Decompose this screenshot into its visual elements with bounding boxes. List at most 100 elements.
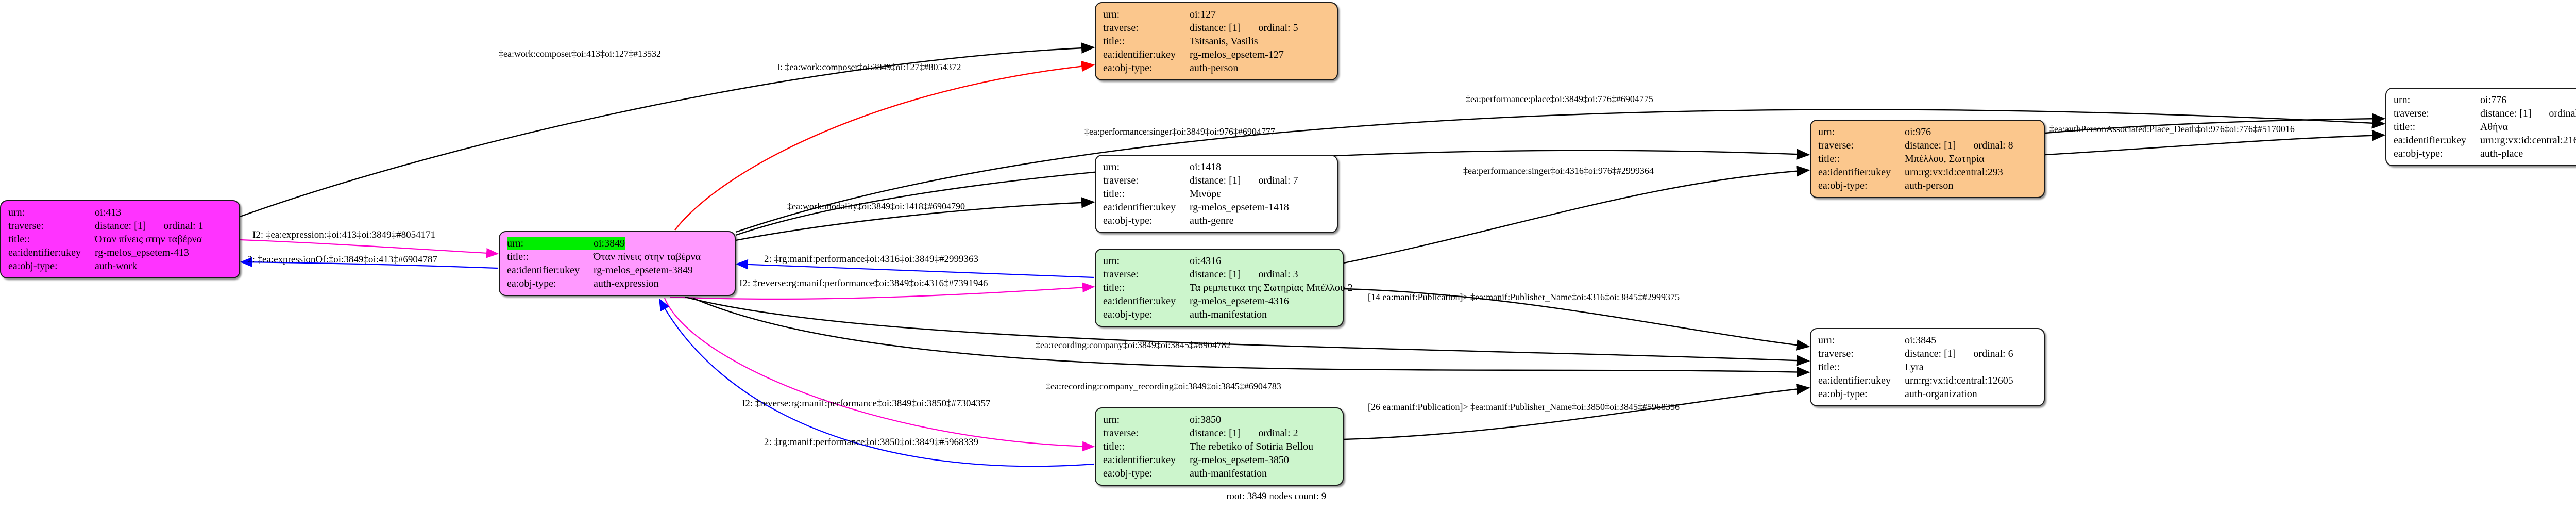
field-value-ukey: urn:rg:vx:id:central:12605 xyxy=(1905,375,2013,386)
field-label-traverse: traverse: xyxy=(2394,108,2429,119)
edge-label-manif-performance-3850-3849: 2: ‡rg:manif:performance‡oi:3850‡oi:3849… xyxy=(764,437,978,448)
edge-label-manif-publisher-3850-3845: [26 ea:manif:Publication]> ‡ea:manif:Pub… xyxy=(1368,402,1680,412)
edge-label-auth-person-place-death-976-776: ‡ea:authPersonAssociated:Place_Death‡oi:… xyxy=(2049,124,2295,134)
field-value-distance: distance: [1] xyxy=(1905,348,1956,359)
edge-label-performance-singer-3849-976: ‡ea:performance:singer‡oi:3849‡oi:976‡#6… xyxy=(1084,126,1275,137)
field-label-title: title:: xyxy=(507,251,529,262)
edge-413-to-127 xyxy=(240,42,1095,218)
field-value-title: Τα ρεμπετικα της Σωτηρίας Μπέλλου 2 xyxy=(1190,282,1353,293)
node-row-title: title:: Lyra xyxy=(1818,360,2037,374)
node-row-objtype: ea:obj-type: auth-person xyxy=(1818,179,2037,192)
node-row-objtype: ea:obj-type: auth-place xyxy=(2394,147,2576,160)
node-row-objtype: ea:obj-type: auth-expression xyxy=(507,277,727,290)
edge-label-work-composer-3849-127: I: ‡ea:work:composer‡oi:3849‡oi:127‡#805… xyxy=(777,62,961,72)
field-label-objtype: ea:obj-type: xyxy=(1103,62,1153,74)
node-oi-413[interactable]: urn: oi:413 traverse: distance: [1]ordin… xyxy=(0,200,240,278)
field-label-objtype: ea:obj-type: xyxy=(1103,215,1153,226)
node-row-objtype: ea:obj-type: auth-manifestation xyxy=(1103,308,1335,321)
node-oi-1418[interactable]: urn: oi:1418 traverse: distance: [1] ordi… xyxy=(1095,155,1338,233)
node-row-title: title:: Όταν πίνεις στην ταβέρνα xyxy=(8,233,232,246)
field-value-objtype: auth-person xyxy=(1190,62,1239,74)
node-row-urn: urn: oi:976 xyxy=(1818,125,2037,139)
node-oi-976[interactable]: urn: oi:976 traverse: distance: [1] ordin… xyxy=(1810,120,2045,198)
field-label-traverse: traverse: xyxy=(1103,22,1139,34)
field-value-objtype: auth-manifestation xyxy=(1190,468,1267,479)
node-row-urn: urn: oi:1418 xyxy=(1103,160,1330,174)
field-label-ukey: ea:identifier:ukey xyxy=(1103,202,1176,213)
edge-4316-to-3849 xyxy=(735,259,1094,278)
node-row-ukey: ea:identifier:ukey rg-melos_epsetem-1418 xyxy=(1103,201,1330,214)
node-row-traverse: traverse: distance: [1]ordinal: 2 xyxy=(1103,426,1335,440)
field-value-objtype: auth-genre xyxy=(1190,215,1234,226)
node-oi-3849-root[interactable]: urn: oi:3849 title:: Όταν πίνεις στην τα… xyxy=(499,231,736,296)
field-value-objtype: auth-organization xyxy=(1905,388,1977,400)
node-row-objtype: ea:obj-type: auth-genre xyxy=(1103,214,1330,227)
field-value-urn: oi:3850 xyxy=(1190,414,1222,425)
field-label-traverse: traverse: xyxy=(1818,348,1854,359)
field-label-traverse: traverse: xyxy=(1103,175,1139,186)
node-oi-3850[interactable]: urn: oi:3850 traverse: distance: [1]ordi… xyxy=(1095,407,1344,486)
node-row-title: title:: Όταν πίνεις στην ταβέρνα xyxy=(507,250,727,264)
node-row-ukey: ea:identifier:ukey urn:rg:vx:id:central:… xyxy=(1818,374,2037,387)
field-value-urn: oi:1418 xyxy=(1190,161,1222,173)
edge-label-performance-singer-4316-976: ‡ea:performance:singer‡oi:4316‡oi:976‡#2… xyxy=(1463,166,1654,176)
field-value-ordinal: ordinal: 2 xyxy=(1258,428,1298,439)
field-label-ukey: ea:identifier:ukey xyxy=(1818,375,1891,386)
field-value-objtype: auth-place xyxy=(2480,148,2523,159)
node-row-title: title:: Μινόρε xyxy=(1103,187,1330,201)
node-oi-127[interactable]: urn: oi:127 traverse: distance: [1]ordin… xyxy=(1095,2,1338,80)
node-row-ukey: ea:identifier:ukey rg-melos_epsetem-4316 xyxy=(1103,294,1335,308)
field-value-ukey: rg-melos_epsetem-3849 xyxy=(594,265,693,276)
field-label-ukey: ea:identifier:ukey xyxy=(1103,295,1176,307)
field-label-ukey: ea:identifier:ukey xyxy=(1103,454,1176,466)
node-row-traverse: traverse: distance: [1]ordinal: 1 xyxy=(8,219,232,233)
field-value-title: Όταν πίνεις στην ταβέρνα xyxy=(95,234,202,245)
edge-976-to-776-b xyxy=(2044,129,2386,156)
field-label-traverse: traverse: xyxy=(1818,140,1854,151)
node-row-traverse: traverse: distance: [1] ordinal: 8 xyxy=(1818,139,2037,152)
field-value-ukey: rg-melos_epsetem-4316 xyxy=(1190,295,1289,307)
field-value-title: Lyra xyxy=(1905,362,1924,373)
field-label-urn: urn: xyxy=(1818,126,1835,138)
field-label-objtype: ea:obj-type: xyxy=(1103,309,1153,320)
field-label-urn: urn: xyxy=(1103,161,1120,173)
field-value-title: Αθήνα xyxy=(2480,121,2509,133)
edge-label-expression-413-3849: I2: ‡ea:expression:‡oi:413‡oi:3849‡#8054… xyxy=(252,229,436,240)
field-value-distance: distance: [1] xyxy=(1190,175,1241,186)
field-value-ordinal: ordinal: 1 xyxy=(163,220,204,232)
field-label-objtype: ea:obj-type: xyxy=(507,278,556,289)
field-value-distance: distance: [1] xyxy=(1905,140,1956,151)
field-value-distance: distance: [1] xyxy=(95,220,146,232)
field-label-urn: urn: xyxy=(8,207,25,218)
field-value-ordinal: ordinal: 6 xyxy=(1973,348,2013,359)
field-value-distance: distance: [1] xyxy=(2480,108,2532,119)
field-value-ordinal: ordinal: 8 xyxy=(1973,140,2013,151)
node-oi-4316[interactable]: urn: oi:4316 traverse: distance: [1]ordi… xyxy=(1095,249,1353,327)
node-oi-776[interactable]: urn: oi:776 traverse: distance: [1]ordin… xyxy=(2385,88,2576,166)
field-label-ukey: ea:identifier:ukey xyxy=(8,247,81,258)
field-label-traverse: traverse: xyxy=(1103,428,1139,439)
node-row-objtype: ea:obj-type: auth-organization xyxy=(1818,387,2037,401)
field-label-traverse: traverse: xyxy=(1103,269,1139,280)
field-label-urn: urn: xyxy=(1103,9,1120,20)
node-row-objtype: ea:obj-type: auth-person xyxy=(1103,61,1330,75)
node-oi-3845[interactable]: urn: oi:3845 traverse: distance: [1]ordi… xyxy=(1810,328,2045,406)
field-value-distance: distance: [1] xyxy=(1190,269,1241,280)
field-value-urn: oi:4316 xyxy=(1190,255,1222,267)
field-value-ordinal: ordinal: 7 xyxy=(1258,175,1298,186)
node-row-ukey: ea:identifier:ukey urn:rg:vx:id:central:… xyxy=(2394,134,2576,147)
field-label-title: title:: xyxy=(1818,362,1840,373)
field-value-title: Μινόρε xyxy=(1190,188,1221,200)
edge-label-recording-company-recording-3849-3845: ‡ea:recording:company_recording‡oi:3849‡… xyxy=(1046,381,1281,391)
edge-label-manif-publisher-4316-3845: [14 ea:manif:Publication]> ‡ea:manif:Pub… xyxy=(1368,292,1680,302)
field-label-title: title:: xyxy=(2394,121,2416,133)
field-label-objtype: ea:obj-type: xyxy=(1103,468,1153,479)
field-value-objtype: auth-manifestation xyxy=(1190,309,1267,320)
edge-label-recording-company-3849-3845: ‡ea:recording:company‡oi:3849‡oi:3845‡#6… xyxy=(1036,340,1231,350)
field-label-objtype: ea:obj-type: xyxy=(8,260,58,272)
field-label-ukey: ea:identifier:ukey xyxy=(507,265,580,276)
field-label-ukey: ea:identifier:ukey xyxy=(1103,49,1176,60)
field-value-title: Tsitsanis, Vasilis xyxy=(1190,36,1258,47)
node-row-objtype: ea:obj-type: auth-work xyxy=(8,259,232,273)
edge-label-manif-performance-4316-3849: 2: ‡rg:manif:performance‡oi:4316‡oi:3849… xyxy=(764,254,978,265)
